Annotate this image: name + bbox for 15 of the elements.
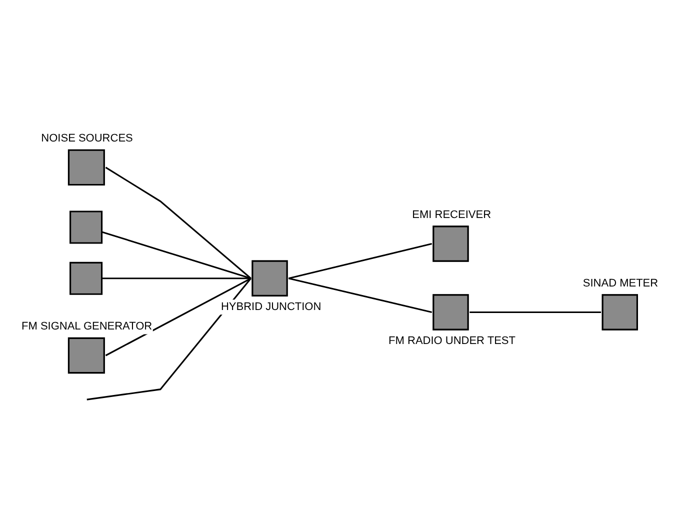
- connector: [86, 277, 252, 400]
- node-label: NOISE SOURCES: [41, 132, 133, 144]
- node-label: EMI RECEIVER: [412, 208, 492, 220]
- connector: [102, 230, 252, 279]
- connector: [105, 166, 252, 278]
- connector: [102, 277, 251, 279]
- node-box: [70, 210, 103, 244]
- connector: [105, 277, 252, 356]
- connector: [288, 242, 432, 279]
- connector: [288, 277, 432, 312]
- node-text: FM SIGNAL GENERATOR: [22, 320, 152, 332]
- node-label: FM RADIO UNDER TEST: [388, 334, 516, 346]
- connector: [470, 310, 602, 313]
- node-box: [70, 261, 103, 294]
- node-label: SINAD METER: [582, 276, 658, 289]
